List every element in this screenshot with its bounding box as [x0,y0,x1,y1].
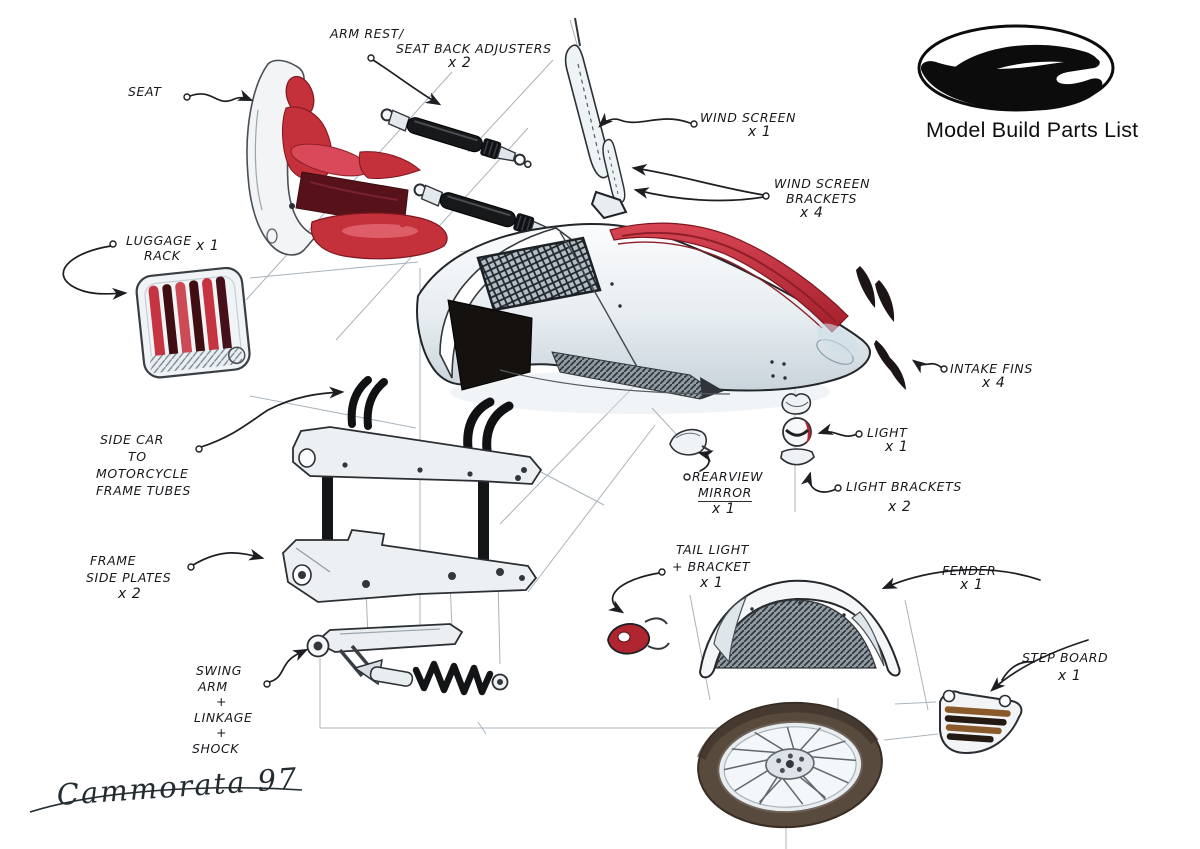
label-fender: FENDER x 1 [942,563,996,593]
label-light-brackets-qty: x 2 [888,499,912,515]
label-mirror-line2: MIRROR [698,485,752,502]
label-ws-brackets-qty: x 4 [800,205,824,221]
label-wind-screen-text: WIND SCREEN [700,110,797,125]
label-light-qty: x 1 [885,439,909,455]
label-swing-arm: SWING ARM + LINKAGE + SHOCK [192,663,253,756]
swing-arm-shock-sketch [306,623,509,696]
label-tail-light-qty: x 1 [700,575,724,591]
label-light-text: LIGHT [867,425,908,440]
label-fender-text: FENDER [942,563,997,578]
label-arm-rest-adjusters: ARM REST/ SEAT BACK ADJUSTERS x 2 [330,26,552,71]
label-tail-light: TAIL LIGHT + BRACKET x 1 [670,541,750,592]
label-rearview-mirror: REARVIEW MIRROR x 1 [692,469,763,517]
label-seat-text: SEAT [128,84,162,99]
label-wind-screen-brackets: WIND SCREEN BRACKETS x 4 [774,176,870,221]
label-side-car-tubes: SIDE CAR TO MOTORCYCLE FRAME TUBES [96,431,191,499]
label-intake-fins: INTAKE FINS x 4 [950,361,1033,391]
label-wind-screen: WIND SCREEN x 1 [700,110,796,140]
label-luggage-line1: LUGGAGE [126,233,192,248]
label-arm-rest-qty: x 2 [448,55,472,71]
fender-sketch [698,579,901,679]
seat-sketch [246,59,448,260]
label-swing-line2: ARM [198,678,228,694]
tail-light-sketch [607,617,670,655]
light-bracket-cup [780,448,815,466]
label-step-board: STEP BOARD x 1 [1022,649,1108,685]
label-tail-light-line1: TAIL LIGHT [676,542,750,557]
label-arm-rest-line2: SEAT BACK ADJUSTERS [396,41,552,56]
red-ink-dot [399,220,407,228]
wheel-sketch [697,701,883,829]
label-intake-text: INTAKE FINS [950,361,1033,376]
label-mirror-qty: x 1 [712,501,736,517]
label-step-board-text: STEP BOARD [1022,650,1109,665]
label-plates-line1: FRAME [90,553,137,568]
label-light-brackets-text: LIGHT BRACKETS [846,479,962,494]
label-seat: SEAT [128,84,162,99]
g-oval-logo [917,24,1115,112]
label-ws-brackets-line2: BRACKETS [786,191,858,206]
wind-screen-sketch [564,17,628,220]
label-ws-brackets-line1: WIND SCREEN [774,176,871,191]
luggage-rack-sketch [135,266,251,379]
sidecar-body-sketch [399,220,872,414]
label-luggage-qty: x 1 [196,238,220,254]
label-frame-side-plates: FRAME SIDE PLATES x 2 [86,552,171,603]
label-step-board-qty: x 1 [1058,668,1082,684]
label-fender-qty: x 1 [960,577,984,593]
label-tubes-line2: TO [128,449,147,464]
page-title: Model Build Parts List [926,118,1139,142]
label-tubes-line3: MOTORCYCLE [96,466,189,481]
leader-dots [109,54,948,688]
label-mirror-line1: REARVIEW [692,469,764,484]
label-wind-screen-qty: x 1 [748,124,772,140]
label-tubes-line1: SIDE CAR [100,432,164,447]
label-swing-line4: LINKAGE [194,709,253,725]
leader-arrows [62,59,1089,692]
label-arm-rest-line1: ARM REST/ [330,26,404,41]
label-plates-line2: SIDE PLATES [86,570,172,585]
label-luggage-rack: LUGGAGE RACK x 1 [126,233,219,263]
light-parts-sketch [780,393,815,466]
label-tubes-line4: FRAME TUBES [96,483,191,498]
label-swing-line1: SWING [196,663,243,678]
frame-side-plates-sketch [282,376,543,603]
label-intake-qty: x 4 [982,375,1006,391]
rearview-mirror-sketch [651,407,713,456]
step-board-sketch [939,689,1023,755]
label-plates-qty: x 2 [118,586,142,602]
signature-swoosh [29,787,303,813]
label-swing-line3: + [216,694,228,709]
intake-fins-sketch [856,266,906,390]
label-light-brackets: LIGHT BRACKETS x 2 [846,477,962,517]
label-light: LIGHT x 1 [867,425,908,455]
label-luggage-line2: RACK [144,248,181,263]
label-swing-line5: + [216,725,228,740]
label-swing-line6: SHOCK [192,740,240,756]
label-tail-light-line2: + BRACKET [672,559,751,574]
light-lens [782,417,812,447]
